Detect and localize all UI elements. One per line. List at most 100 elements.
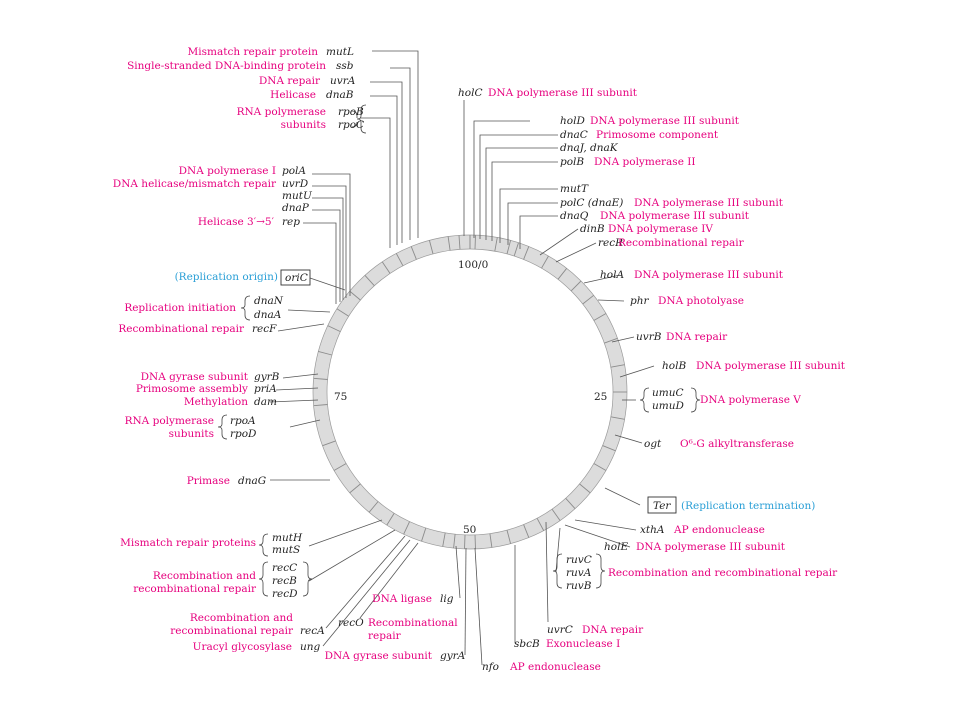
rep-function: Helicase 3′→5′ — [198, 216, 275, 228]
ring-tick — [604, 337, 618, 344]
gene-label-holD: holD DNA polymerase III subunit — [560, 115, 740, 127]
dam-gene: dam — [254, 396, 277, 408]
dnaG-gene: dnaG — [238, 475, 266, 487]
gene-label-holE: holE DNA polymerase III subunit — [604, 541, 786, 553]
gene-label-dam: Methylation dam — [184, 396, 277, 408]
uvrA-function: DNA repair — [259, 75, 321, 87]
ring-tick — [395, 253, 404, 266]
nfo-function: AP endonuclease — [509, 661, 601, 673]
gene-label-recA: Recombination and recombinational repair… — [170, 612, 325, 637]
gene-label-gyrB: DNA gyrase subunit gyrB — [141, 371, 280, 383]
gene-label-ter: Ter (Replication termination) — [647, 496, 815, 514]
ring-tick — [506, 529, 512, 544]
polB-gene: polB — [560, 156, 584, 168]
sbcB-function: Exonuclease I — [546, 638, 620, 650]
ring-tick — [506, 240, 512, 255]
mutT-gene: mutT — [560, 183, 589, 195]
recA-function-line2: recombinational repair — [170, 625, 294, 637]
chromosome-ring — [312, 234, 628, 550]
rpoBC-function-line2: subunits — [281, 119, 326, 131]
rpoC-gene: rpoC — [338, 119, 364, 131]
gene-label-recO: recO Recombinational repair — [338, 617, 458, 642]
recF-gene: recF — [252, 323, 277, 335]
gene-label-umuCD: umuC umuD DNA polymerase V — [652, 387, 801, 412]
rpoA-gene: rpoA — [230, 415, 256, 427]
dinB-function: DNA polymerase IV — [608, 223, 713, 235]
ring-tick — [464, 534, 466, 549]
gene-label-uvrD: DNA helicase/mismatch repair uvrD — [113, 178, 309, 190]
holD-function: DNA polymerase III subunit — [590, 115, 740, 127]
dnaC-function: Primosome component — [596, 129, 719, 141]
gene-label-recF: Recombinational repair recF — [118, 323, 277, 335]
dnaQ-gene: dnaQ — [560, 210, 589, 222]
gene-label-uvrC: uvrC DNA repair — [547, 624, 644, 636]
uvrA-gene: uvrA — [330, 75, 356, 87]
rpoAD-function-line2: subunits — [169, 428, 214, 440]
gyrB-function: DNA gyrase subunit — [141, 371, 249, 383]
gene-label-holC: holC DNA polymerase III subunit — [458, 87, 638, 99]
gene-label-dnaC: dnaC Primosome component — [560, 129, 719, 141]
dnaG-function: Primase — [187, 475, 230, 487]
gene-label-uvrB: uvrB DNA repair — [636, 331, 728, 343]
polC-function: DNA polymerase III subunit — [634, 197, 784, 209]
recO-gene: recO — [338, 617, 364, 629]
gene-label-rpoAD: RNA polymerase subunits rpoA rpoD — [125, 415, 257, 440]
priA-function: Primosome assembly — [136, 383, 248, 395]
ring-tick — [368, 501, 379, 513]
dnaN-gene: dnaN — [254, 295, 284, 307]
ring-tick — [536, 518, 545, 531]
ring-tick — [602, 445, 616, 452]
gene-position-ticks — [313, 235, 627, 549]
recA-function-line1: Recombination and — [190, 612, 293, 624]
mutHS-function: Mismatch repair proteins — [120, 537, 256, 549]
ssb-function: Single-stranded DNA-binding protein — [127, 60, 326, 72]
marker-25: 25 — [594, 391, 607, 403]
recCBD-function-line2: recombinational repair — [133, 583, 257, 595]
ring-tick — [474, 235, 476, 250]
ring-tick — [474, 534, 476, 549]
ruvB-gene: ruvB — [566, 580, 592, 592]
nfo-gene: nfo — [482, 661, 499, 673]
polC-gene: polC (dnaE) — [560, 197, 623, 209]
ring-tick — [349, 290, 361, 301]
gene-label-dnaNA: Replication initiation dnaN dnaA — [124, 295, 283, 321]
gene-label-priA: Primosome assembly priA — [136, 383, 277, 395]
holA-function: DNA polymerase III subunit — [634, 269, 784, 281]
gyrA-gene: gyrA — [440, 650, 466, 662]
ring-tick — [327, 325, 341, 333]
ring-tick — [579, 483, 591, 494]
leader-lines — [269, 50, 655, 666]
ssb-gene: ssb — [336, 60, 354, 72]
mutL-gene: mutL — [326, 46, 354, 58]
dam-function: Methylation — [184, 396, 248, 408]
ring-tick — [333, 463, 347, 471]
sbcB-gene: sbcB — [514, 638, 540, 650]
umuD-gene: umuD — [652, 400, 684, 412]
gyrA-function: DNA gyrase subunit — [325, 650, 433, 662]
gene-label-recR: recR Recombinational repair — [598, 237, 745, 249]
rpoAD-function-line1: RNA polymerase — [125, 415, 214, 427]
ring-tick — [523, 524, 530, 538]
ring-tick — [541, 255, 549, 269]
ter-description: (Replication termination) — [681, 500, 815, 512]
gene-label-ssb: Single-stranded DNA-binding protein ssb — [127, 60, 354, 72]
uvrB-gene: uvrB — [636, 331, 662, 343]
gene-label-holA: holA DNA polymerase III subunit — [600, 269, 784, 281]
marker-75: 75 — [334, 391, 347, 403]
gene-label-nfo: nfo AP endonuclease — [482, 661, 601, 673]
ring-tick — [421, 527, 427, 542]
gene-label-mutT: mutT — [560, 183, 589, 195]
marker-100-0: 100/0 — [458, 259, 488, 271]
gene-label-ung: Uracyl glycosylase ung — [193, 641, 321, 653]
oriC-description: (Replication origin) — [175, 271, 278, 283]
gyrB-gene: gyrB — [254, 371, 280, 383]
phr-gene: phr — [630, 295, 649, 307]
holE-function: DNA polymerase III subunit — [636, 541, 786, 553]
oriC-gene: oriC — [285, 272, 308, 284]
holD-gene: holD — [560, 115, 585, 127]
umuC-gene: umuC — [652, 387, 684, 399]
uvrB-function: DNA repair — [666, 331, 728, 343]
gene-label-rpoBC: RNA polymerase subunits rpoB rpoC — [237, 106, 365, 131]
lig-function: DNA ligase — [372, 593, 432, 605]
